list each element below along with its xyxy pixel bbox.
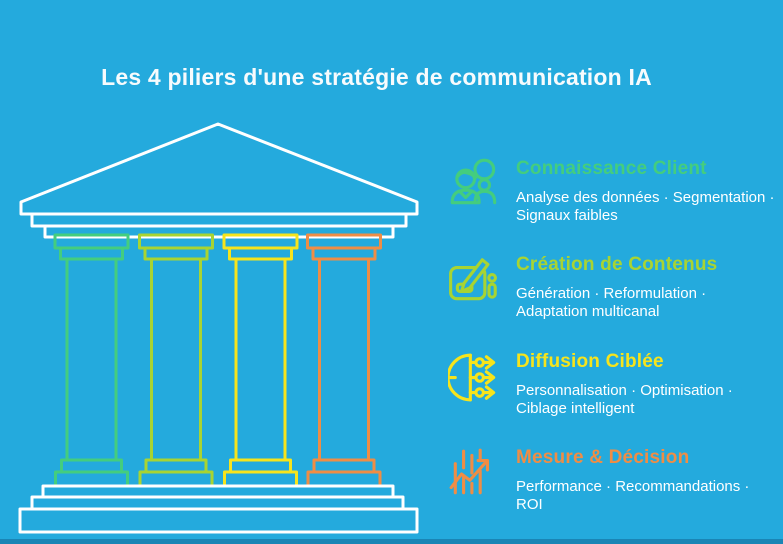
content-edit-icon — [448, 252, 502, 308]
temple-pillar-creation — [138, 233, 214, 488]
chart-growth-icon — [448, 445, 502, 501]
temple-illustration — [18, 122, 419, 534]
item-description: Personnalisation · Optimisation · Ciblag… — [516, 382, 733, 417]
item-heading: Mesure & Décision — [516, 447, 690, 468]
pillar-item-diffusion-ciblee: Diffusion Ciblée Personnalisation · Opti… — [448, 349, 778, 418]
pediment — [19, 122, 419, 216]
item-heading: Diffusion Ciblée — [516, 351, 664, 372]
temple-pillar-connaissance — [53, 233, 130, 488]
pillar-item-connaissance-client: Connaissance Client Analyse des données … — [448, 156, 778, 225]
users-search-icon — [448, 156, 502, 212]
item-description: Génération · Reformulation · Adaptation … — [516, 285, 707, 320]
pillar-item-creation-de-contenus: Création de Contenus Génération · Reform… — [448, 252, 778, 321]
temple-steps — [18, 484, 419, 534]
entablature — [30, 212, 408, 239]
item-heading: Connaissance Client — [516, 158, 707, 179]
pillar-item-mesure-decision: Mesure & Décision Performance · Recomman… — [448, 445, 778, 514]
item-description: Performance · Recommandations · ROI — [516, 478, 750, 513]
broadcast-icon — [448, 349, 502, 405]
temple-pillar-mesure — [306, 233, 382, 488]
page-title: Les 4 piliers d'une stratégie de communi… — [101, 64, 652, 91]
temple-pillar-diffusion — [222, 233, 299, 488]
item-description: Analyse des données · Segmentation · Sig… — [516, 189, 775, 224]
item-heading: Création de Contenus — [516, 254, 718, 275]
footer-accent-bar — [0, 539, 783, 544]
